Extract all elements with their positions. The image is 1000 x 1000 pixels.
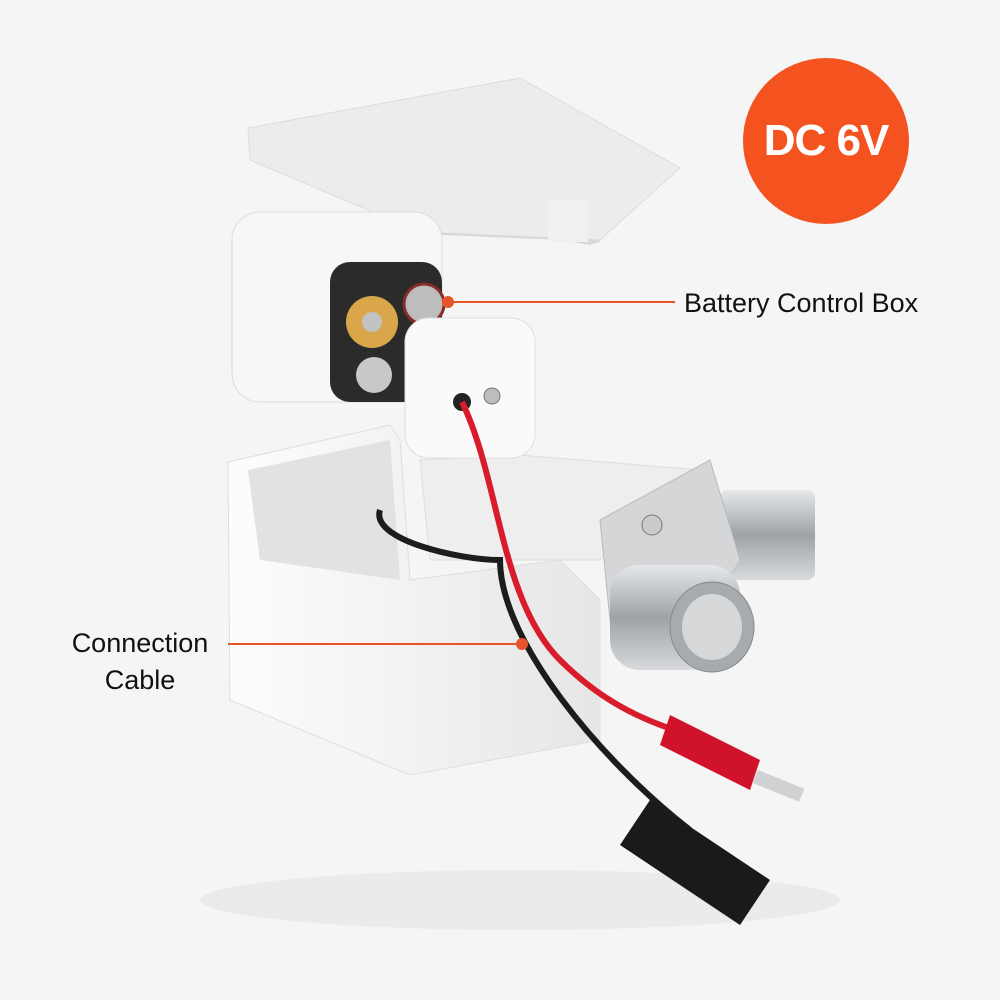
- callout-battery: [442, 296, 675, 308]
- connection-cable-label: Connection Cable: [60, 625, 220, 699]
- connection-cable-label-line2: Cable: [104, 665, 176, 695]
- solenoid-valve: [599, 459, 815, 673]
- connection-cable-label-line1: Connection: [71, 628, 209, 658]
- lid: [247, 77, 681, 245]
- voltage-badge-text: DC 6V: [763, 116, 890, 165]
- battery-control-box-label: Battery Control Box: [684, 288, 919, 318]
- callout-cable: [228, 638, 528, 650]
- housing: [227, 424, 721, 776]
- connection-cable: [376, 400, 805, 925]
- voltage-badge: DC 6V: [743, 58, 909, 224]
- battery-box: [231, 211, 536, 459]
